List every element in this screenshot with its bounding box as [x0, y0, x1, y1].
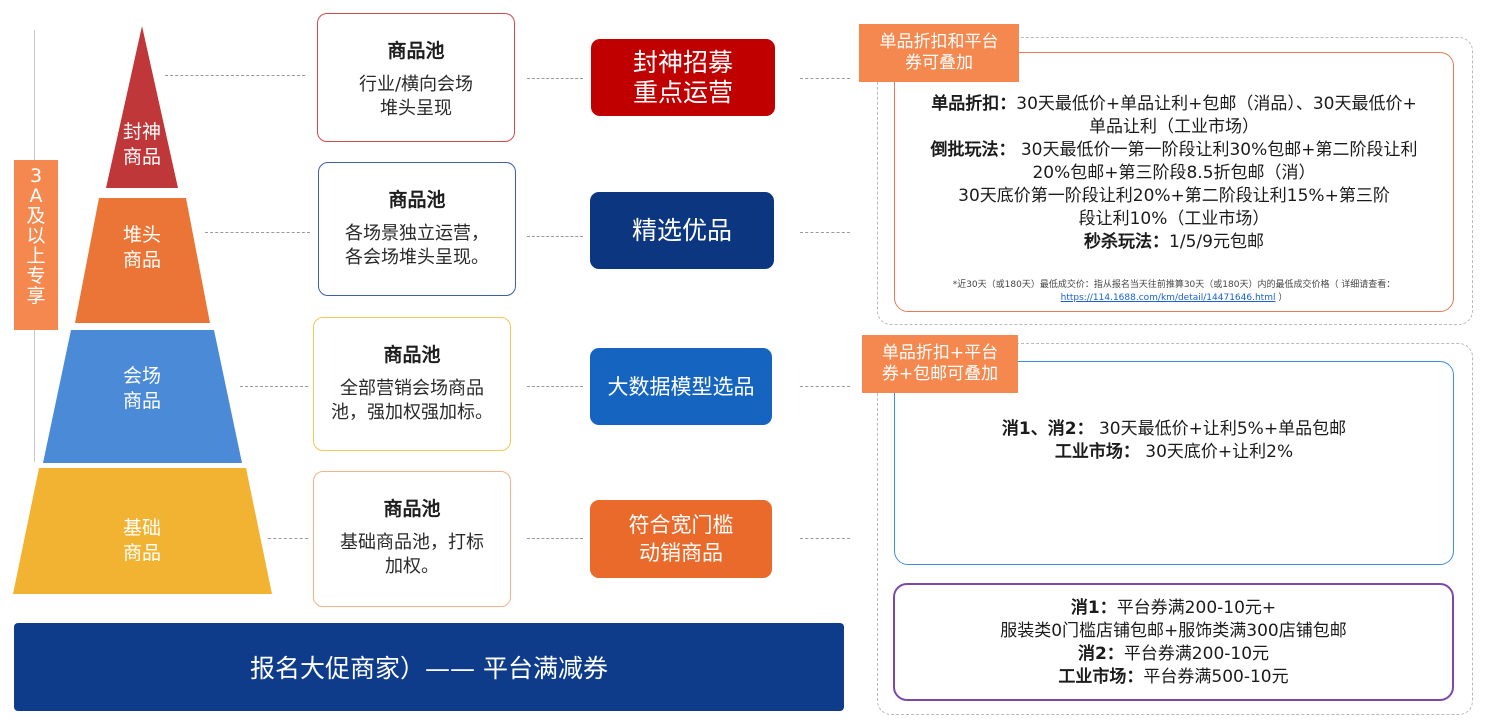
pyramid-tier-third — [43, 330, 242, 463]
pool-title: 商品池 — [383, 344, 441, 366]
pool-title: 商品池 — [387, 40, 445, 62]
rule-line: 段让利10%（工业市场） — [1078, 209, 1270, 229]
panel-top-dashed — [877, 37, 1473, 325]
connector-line — [205, 232, 310, 233]
rule-line: 倒批玩法： 30天最低价一第一阶段让利30%包邮+第二阶段让利 — [930, 140, 1418, 160]
pool-title: 商品池 — [388, 189, 446, 211]
tier-label-top: 封神商品 — [122, 121, 161, 168]
connector-line — [527, 538, 583, 539]
rules-box-mid: 消1、消2： 30天最低价+让利5%+单品包邮 工业市场： 30天底价+让利2% — [894, 361, 1454, 565]
pyramid-tier-base — [13, 468, 272, 594]
operation-box: 封神招募 重点运营 — [591, 39, 775, 116]
pool-description: 行业/横向会场 堆头呈现 — [358, 74, 474, 119]
pyramid-tier-top — [106, 26, 178, 188]
tier-label-base: 基础商品 — [122, 517, 161, 564]
footnote: *近30天（或180天）最低成交价：指从报名当天往前推算30天（或180天）内的… — [952, 280, 1396, 303]
side-label-char: 以 — [26, 225, 46, 247]
side-label-char: 3 — [29, 165, 43, 187]
tier-label-second: 堆头商品 — [122, 224, 161, 271]
rule-line: 20%包邮+第三阶段8.5折包邮（消） — [1032, 163, 1316, 183]
side-label-3a-exclusive: 3 A 及 以 上 专 享 — [14, 160, 58, 330]
side-label-char: 及 — [26, 205, 46, 227]
rule-line: 消2：平台券满200-10元 — [1077, 644, 1270, 664]
rule-line: 工业市场：平台券满500-10元 — [1058, 667, 1289, 687]
connector-line — [800, 386, 850, 387]
side-label-char: 享 — [26, 285, 46, 307]
operation-box: 大数据模型选品 — [590, 348, 772, 425]
connector-line — [165, 75, 305, 76]
rule-line: 秒杀玩法：1/5/9元包邮 — [1084, 232, 1264, 252]
rule-line: 单品让利（工业市场） — [1089, 117, 1259, 137]
pool-title: 商品池 — [383, 498, 441, 520]
rules-list-top: 单品折扣：30天最低价+单品让利+包邮（消品）、30天最低价+ 单品让利（工业市… — [895, 93, 1453, 254]
connector-line — [527, 386, 583, 387]
rules-box-bottom: 消1：平台券满200-10元+ 服装类0门槛店铺包邮+服饰类满300店铺包邮 消… — [893, 583, 1454, 701]
operation-box: 精选优品 — [590, 192, 774, 269]
pool-description: 全部营销会场商品 池，强加权强加标。 — [331, 378, 493, 423]
product-pool-box: 商品池 基础商品池，打标 加权。 — [313, 471, 511, 607]
operation-box: 符合宽门槛 动销商品 — [590, 500, 772, 578]
connector-line — [268, 538, 308, 539]
rule-line: 30天底价第一阶段让利20%+第二阶段让利15%+第三阶 — [958, 186, 1390, 206]
side-label-char: A — [29, 185, 43, 207]
connector-line — [527, 78, 583, 79]
detail-link[interactable]: https://114.1688.com/km/detail/14471646.… — [1060, 293, 1276, 303]
rule-line: 服装类0门槛店铺包邮+服饰类满300店铺包邮 — [1000, 621, 1347, 641]
tier-label-third: 会场商品 — [122, 365, 161, 412]
rule-line: 消1：平台券满200-10元+ — [1070, 598, 1277, 618]
connector-line — [240, 386, 308, 387]
stack-tag-mid: 单品折扣+平台 券+包邮可叠加 — [862, 335, 1018, 393]
rules-list-mid: 消1、消2： 30天最低价+让利5%+单品包邮 工业市场： 30天底价+让利2% — [895, 418, 1453, 464]
stack-tag-top: 单品折扣和平台 券可叠加 — [859, 24, 1019, 82]
product-pool-box: 商品池 全部营销会场商品 池，强加权强加标。 — [313, 317, 511, 451]
rules-list-bottom: 消1：平台券满200-10元+ 服装类0门槛店铺包邮+服饰类满300店铺包邮 消… — [895, 597, 1452, 689]
rule-line: 工业市场： 30天底价+让利2% — [1054, 442, 1294, 462]
rule-line: 消1、消2： 30天最低价+让利5%+单品包邮 — [1001, 419, 1347, 439]
pool-description: 各场景独立运营， 各会场堆头呈现。 — [345, 223, 489, 268]
connector-line — [800, 232, 850, 233]
side-label-char: 上 — [26, 245, 46, 267]
connector-line — [800, 538, 850, 539]
connector-line — [527, 236, 583, 237]
pyramid-diagram — [13, 26, 272, 594]
pyramid-tier-second — [75, 198, 210, 323]
rules-box-top: 单品折扣：30天最低价+单品让利+包邮（消品）、30天最低价+ 单品让利（工业市… — [894, 52, 1454, 312]
panel-bottom-dashed — [877, 343, 1473, 715]
connector-line — [800, 78, 850, 79]
product-pool-box: 商品池 各场景独立运营， 各会场堆头呈现。 — [318, 162, 516, 296]
bottom-banner: 报名大促商家）—— 平台满减券 — [14, 623, 844, 711]
rule-line: 单品折扣：30天最低价+单品让利+包邮（消品）、30天最低价+ — [931, 94, 1417, 114]
pool-description: 基础商品池，打标 加权。 — [340, 532, 484, 577]
product-pool-box: 商品池 行业/横向会场 堆头呈现 — [317, 13, 515, 142]
side-label-char: 专 — [26, 265, 46, 287]
